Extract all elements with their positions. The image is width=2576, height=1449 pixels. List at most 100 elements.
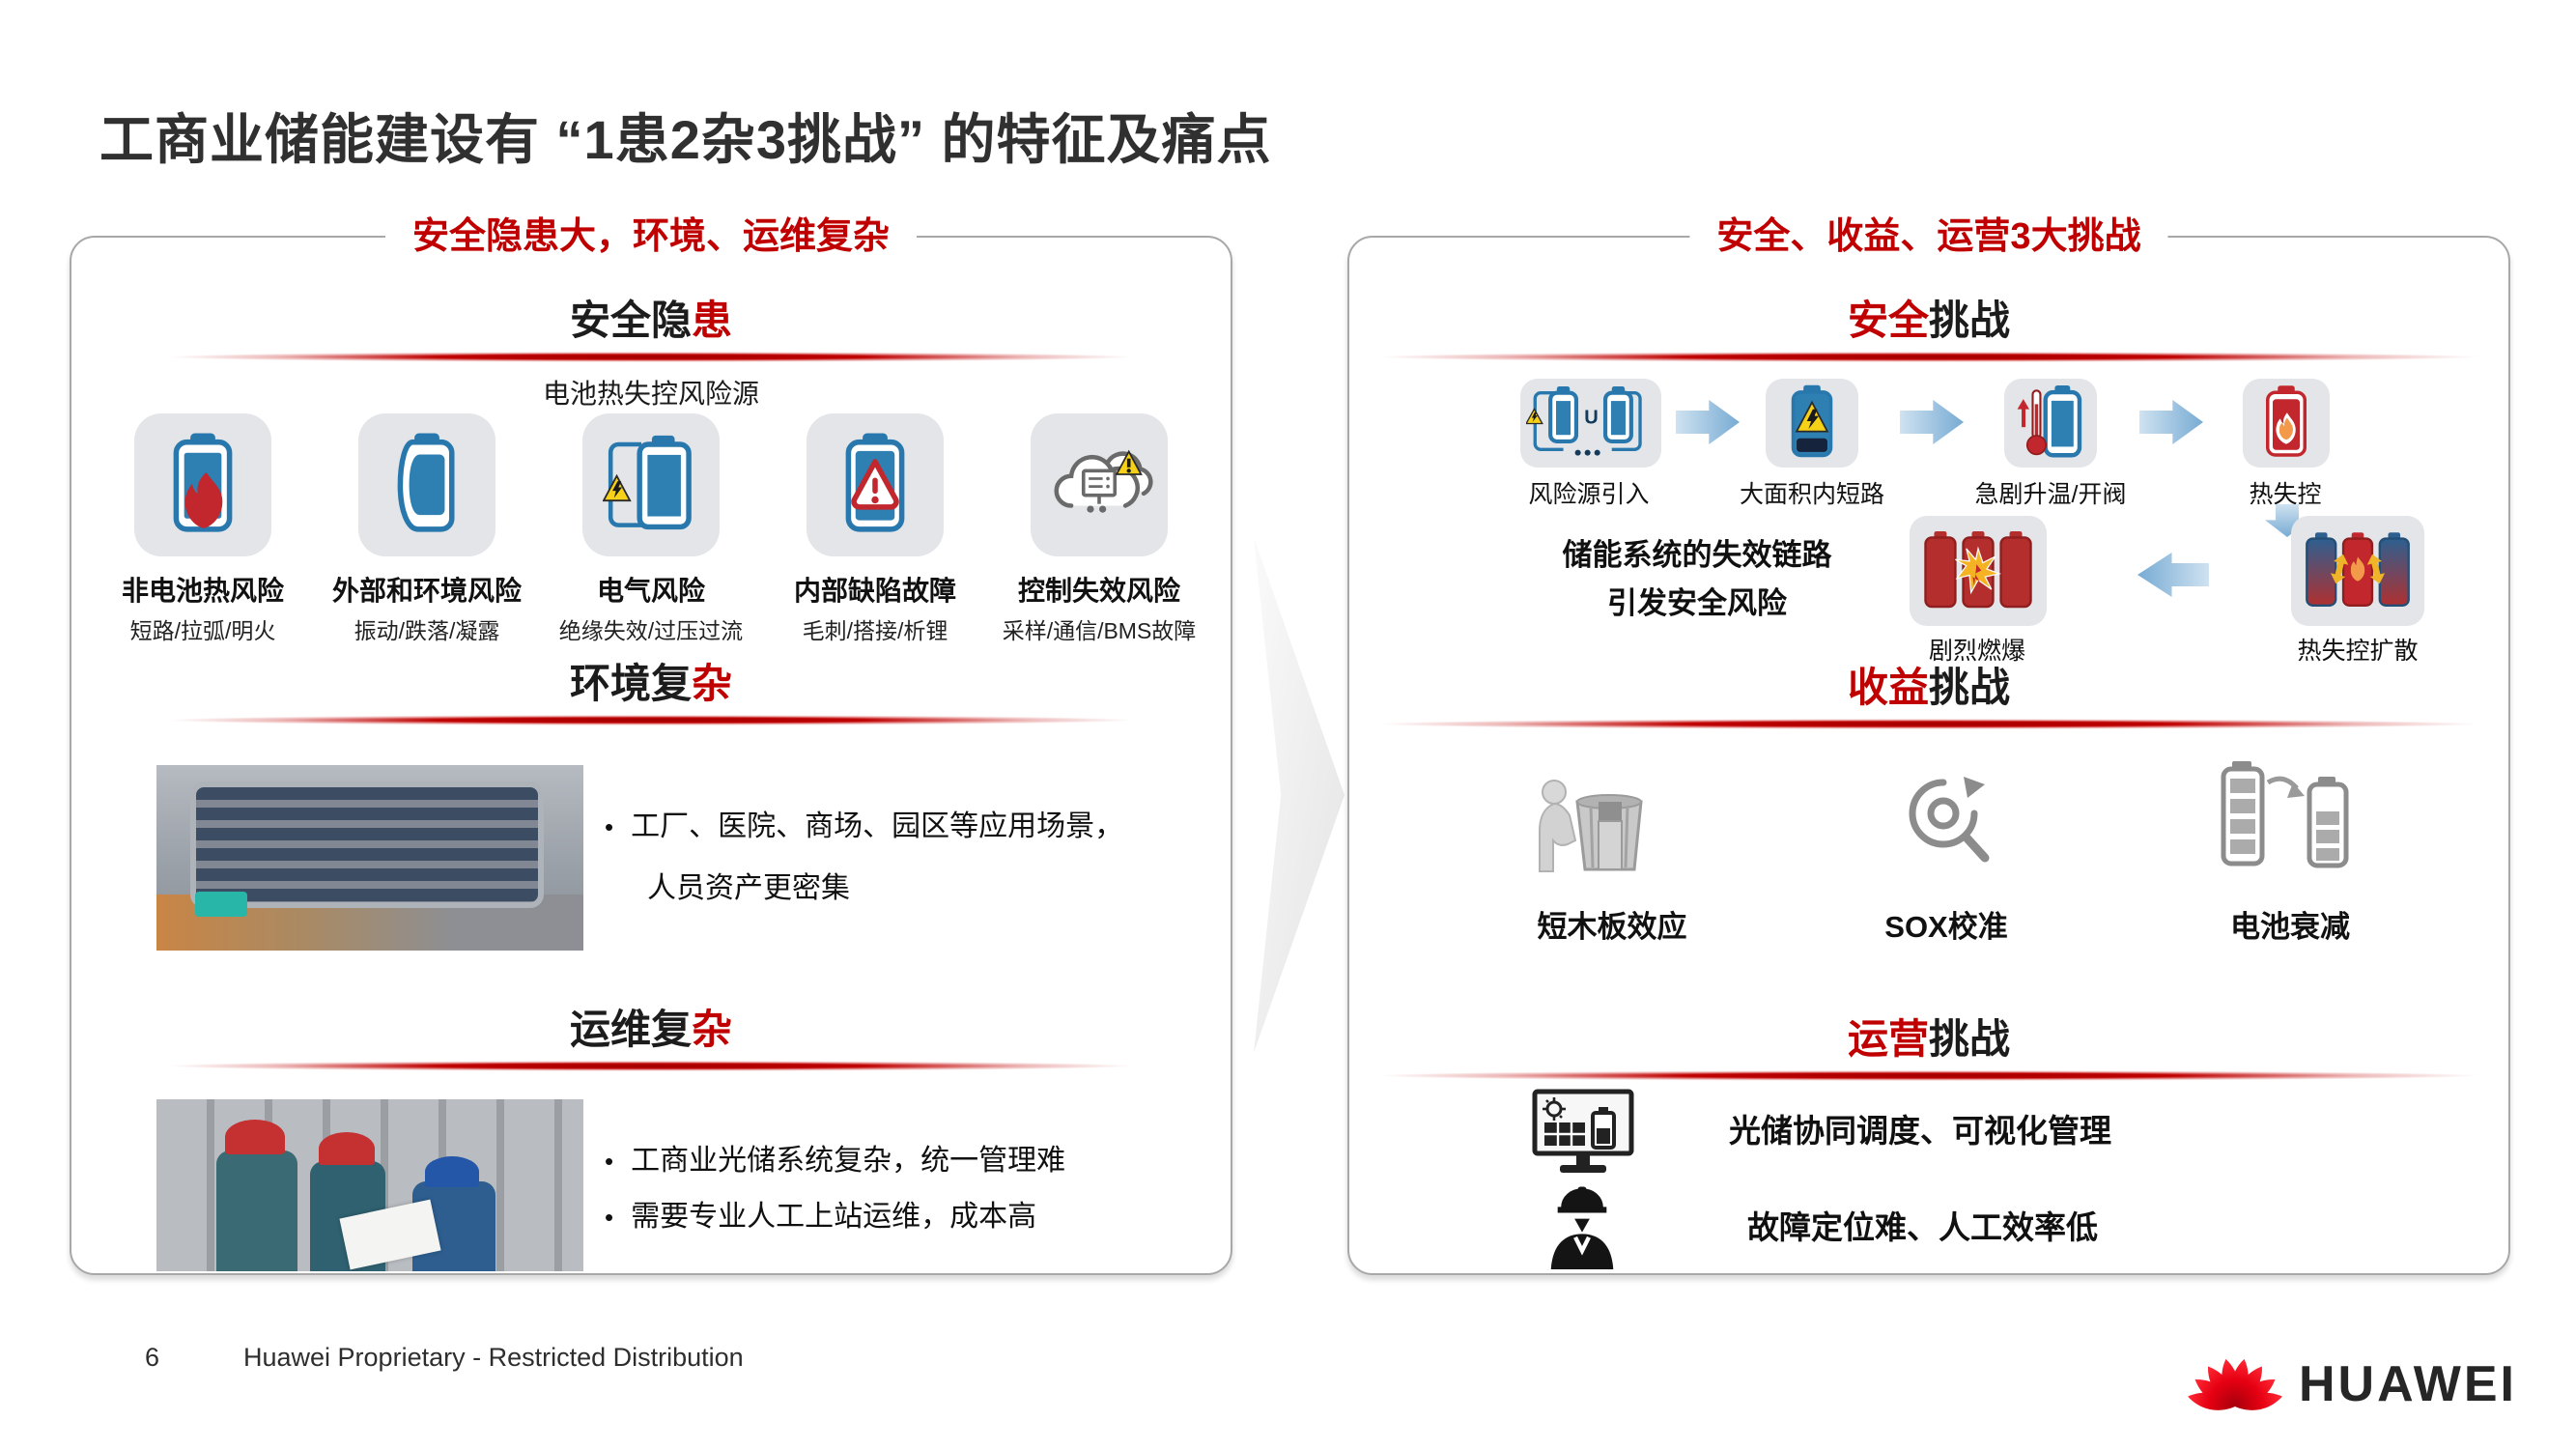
red-helmet — [224, 1120, 285, 1155]
risk-name: 外部和环境风险 — [331, 576, 522, 606]
sox-calibration-icon — [1894, 763, 2000, 874]
right-panel-header: 安全、收益、运营3大挑战 — [1689, 209, 2168, 265]
revenue-item-label: SOX校准 — [1884, 910, 2008, 944]
flow-label: 大面积内短路 — [1739, 481, 1885, 508]
cloud-bms-fault-icon — [1045, 437, 1153, 534]
flow-tile — [2291, 516, 2424, 626]
rooftop-solar-panels — [190, 781, 544, 909]
risk-item: 外部和环境风险 振动/跌落/凝露 — [317, 413, 537, 645]
battery-heating-icon — [2015, 384, 2086, 464]
risk-detail: 毛刺/搭接/析锂 — [802, 618, 948, 643]
operation-row-label: 故障定位难、人工效率低 — [1747, 1209, 2098, 1245]
section-title-red: 杂 — [692, 661, 733, 706]
section-divider — [168, 352, 1134, 362]
risk-name: 非电池热风险 — [121, 576, 284, 606]
battery-defect-icon — [831, 431, 920, 540]
flow-tile — [1910, 516, 2047, 626]
left-panel: 安全隐患大，环境、运维复杂 安全隐患 电池热失控风险源 非电池热风 — [70, 209, 1232, 1275]
panel-transition-arrow-icon — [1254, 537, 1345, 1053]
battery-short-circuit-icon — [1782, 384, 1842, 464]
section-title-environment: 环境复杂 — [71, 651, 1231, 710]
building-sign — [194, 892, 247, 918]
revenue-item-label: 短木板效应 — [1537, 910, 1687, 944]
arrow-right-icon — [1676, 400, 1740, 444]
battery-thermal-runaway-icon — [2259, 384, 2313, 464]
risk-item: 非电池热风险 短路/拉弧/明火 — [93, 413, 313, 645]
risk-tile — [582, 413, 720, 556]
risk-source-batteries-icon: U — [1524, 382, 1656, 466]
right-panel: 安全、收益、运营3大挑战 安全挑战 U — [1347, 209, 2510, 1275]
failure-chain-note-line1: 储能系统的失效链路 — [1562, 538, 1832, 572]
risk-row: 非电池热风险 短路/拉弧/明火 外部和环境风险 振动/跌落/凝露 — [91, 413, 1211, 645]
section-title-red: 运营 — [1847, 1016, 1929, 1062]
risk-name: 电气风险 — [596, 576, 705, 606]
svg-text:U: U — [1584, 407, 1599, 428]
worker-figure — [215, 1151, 297, 1271]
maintenance-bullet-2: 需要专业人工上站运维，成本高 — [605, 1192, 1036, 1235]
operation-row-label: 光储协同调度、可视化管理 — [1729, 1113, 2111, 1149]
arrow-left-icon — [2137, 553, 2209, 597]
section-title-black: 挑战 — [1929, 298, 2011, 343]
short-plank-bucket-icon — [1527, 759, 1672, 880]
section-title-red: 收益 — [1847, 665, 1929, 710]
pv-storage-monitor-icon — [1529, 1088, 1637, 1189]
section-title-red: 安全 — [1847, 298, 1929, 343]
flow-tile — [2004, 379, 2097, 468]
red-helmet — [318, 1131, 375, 1165]
risk-name: 内部缺陷故障 — [793, 576, 956, 606]
flow-label: 热失控扩散 — [2297, 638, 2419, 665]
arrow-right-icon — [1900, 400, 1964, 444]
battery-electric-icon — [602, 431, 699, 540]
batteries-spread-icon — [2301, 525, 2415, 618]
brand: HUAWEI — [2185, 1331, 2517, 1436]
arrow-right-icon — [2139, 400, 2203, 444]
field-worker-icon — [1543, 1177, 1622, 1274]
section-title-red: 患 — [692, 298, 733, 343]
section-title-red: 杂 — [692, 1007, 733, 1052]
blue-helmet — [425, 1155, 480, 1187]
risk-detail: 绝缘失效/过压过流 — [558, 618, 744, 643]
left-panel-header: 安全隐患大，环境、运维复杂 — [384, 209, 918, 265]
section-title-revenue-challenge: 收益挑战 — [1349, 655, 2508, 714]
section-divider — [1378, 719, 2479, 729]
risk-detail: 采样/通信/BMS故障 — [1002, 618, 1197, 643]
section-title-black: 挑战 — [1929, 1016, 2011, 1062]
flow-tile: U — [1520, 379, 1661, 468]
section-divider — [1378, 1070, 2479, 1081]
failure-chain-note: 储能系统的失效链路 引发安全风险 — [1446, 531, 1948, 628]
environment-photo — [156, 765, 583, 951]
risk-subtitle: 电池热失控风险源 — [542, 379, 759, 409]
battery-flame-icon — [158, 431, 247, 540]
batteries-explosion-icon — [1919, 525, 2037, 618]
risk-name: 控制失效风险 — [1017, 576, 1180, 606]
risk-detail: 短路/拉弧/明火 — [129, 618, 276, 643]
flow-tile — [1766, 379, 1858, 468]
section-divider — [1378, 352, 2479, 362]
risk-item: 控制失效风险 采样/通信/BMS故障 — [989, 413, 1209, 645]
risk-tile — [358, 413, 495, 556]
flow-label: 风险源引入 — [1528, 481, 1650, 508]
section-title-safety-challenge: 安全挑战 — [1349, 288, 2508, 347]
flow-label: 急剧升温/开阀 — [1974, 481, 2127, 508]
brand-name: HUAWEI — [2299, 1355, 2517, 1412]
risk-tile — [1031, 413, 1168, 556]
section-title-maintenance: 运维复杂 — [71, 997, 1231, 1056]
section-title-black: 挑战 — [1929, 665, 2011, 710]
risk-tile — [134, 413, 271, 556]
huawei-flower-icon — [2185, 1331, 2285, 1436]
flow-tile — [2243, 379, 2330, 468]
section-title-black: 环境复 — [569, 661, 692, 706]
maintenance-photo — [156, 1099, 583, 1271]
risk-tile — [807, 413, 944, 556]
section-divider — [168, 1061, 1134, 1071]
environment-bullet-line1: 工厂、医院、商场、园区等应用场景， — [605, 802, 1123, 844]
environment-bullet-line2: 人员资产更密集 — [647, 872, 850, 904]
risk-detail: 振动/跌落/凝露 — [354, 618, 500, 643]
section-title-black: 安全隐 — [569, 298, 692, 343]
page-number: 6 — [145, 1343, 160, 1372]
flow-label: 热失控 — [2249, 481, 2322, 508]
battery-swollen-icon — [382, 431, 471, 540]
risk-item: 电气风险 绝缘失效/过压过流 — [541, 413, 761, 645]
revenue-item-label: 电池衰减 — [2230, 910, 2350, 944]
